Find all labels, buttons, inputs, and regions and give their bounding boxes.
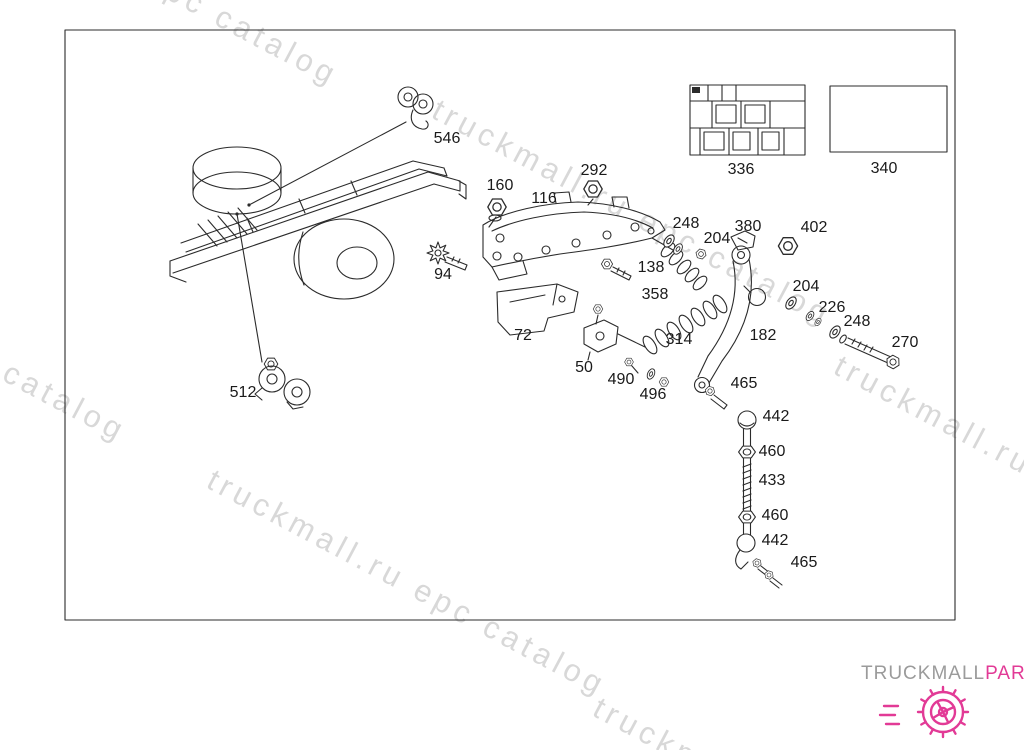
part-number-label: 546 <box>433 130 461 147</box>
diagram-border <box>64 29 956 621</box>
part-number-label: 442 <box>761 532 789 549</box>
leader-lines <box>235 121 594 363</box>
lever-182 <box>693 245 767 394</box>
bolt-270 <box>839 334 903 371</box>
nut-402 <box>777 237 799 255</box>
part-number-label: 336 <box>727 161 755 178</box>
part-160-bolt <box>487 198 507 222</box>
bracket-72 <box>496 283 579 336</box>
part-number-label: 248 <box>672 215 700 232</box>
part-number-label: 496 <box>639 386 667 403</box>
part-number-label: 465 <box>790 554 818 571</box>
part-number-label: 160 <box>486 177 514 194</box>
part-number-label: 248 <box>843 313 871 330</box>
part-496-washer-nut <box>645 367 670 387</box>
bracket-116 <box>482 191 674 281</box>
part-number-label: 50 <box>575 359 593 376</box>
part-292-nut <box>583 180 603 198</box>
part-50-clamp <box>583 304 646 361</box>
truckmall-logo: TRUCKMALLPARTS <box>861 663 1024 685</box>
part-number-label: 226 <box>818 299 846 316</box>
part-94-star-bolt <box>426 241 468 271</box>
spring-358 <box>658 240 710 293</box>
part-number-label: 94 <box>434 266 452 283</box>
part-138-bolt <box>601 258 632 281</box>
part-number-label: 490 <box>607 371 635 388</box>
link-rod-assembly <box>735 410 757 570</box>
part-number-label: 204 <box>792 278 820 295</box>
part-number-label: 204 <box>703 230 731 247</box>
part-number-label: 460 <box>761 507 789 524</box>
part-336-table <box>689 84 806 156</box>
part-number-label: 138 <box>637 259 665 276</box>
bolt-465-upper <box>703 385 728 410</box>
part-number-label: 314 <box>665 331 693 348</box>
part-number-label: 442 <box>762 408 790 425</box>
part-512-drawing <box>254 357 311 410</box>
part-number-label: 340 <box>870 160 898 177</box>
part-number-label: 402 <box>800 219 828 236</box>
part-number-label: 433 <box>758 472 786 489</box>
wheel-drum <box>192 146 282 215</box>
part-number-label: 270 <box>891 334 919 351</box>
part-number-label: 358 <box>641 286 669 303</box>
part-number-label: 512 <box>229 384 257 401</box>
logo-text-truckmall: TRUCKMALL <box>861 663 986 684</box>
part-number-label: 465 <box>730 375 758 392</box>
part-490-bolt <box>624 357 639 374</box>
bolts-465-lower <box>751 557 783 589</box>
part-340-plate <box>829 85 948 153</box>
part-number-label: 116 <box>531 190 557 207</box>
part-number-label: 460 <box>758 443 786 460</box>
logo-text-parts: PARTS <box>985 663 1024 684</box>
part-number-label: 72 <box>514 327 532 344</box>
part-number-label: 182 <box>749 327 777 344</box>
part-number-label: 292 <box>580 162 608 179</box>
part-number-label: 380 <box>734 218 762 235</box>
truckmall-gear-icon <box>878 685 970 739</box>
part-546-drawing <box>397 86 434 130</box>
clamp-380 <box>730 230 756 251</box>
chassis-frame <box>169 160 467 283</box>
wheel <box>293 218 395 300</box>
